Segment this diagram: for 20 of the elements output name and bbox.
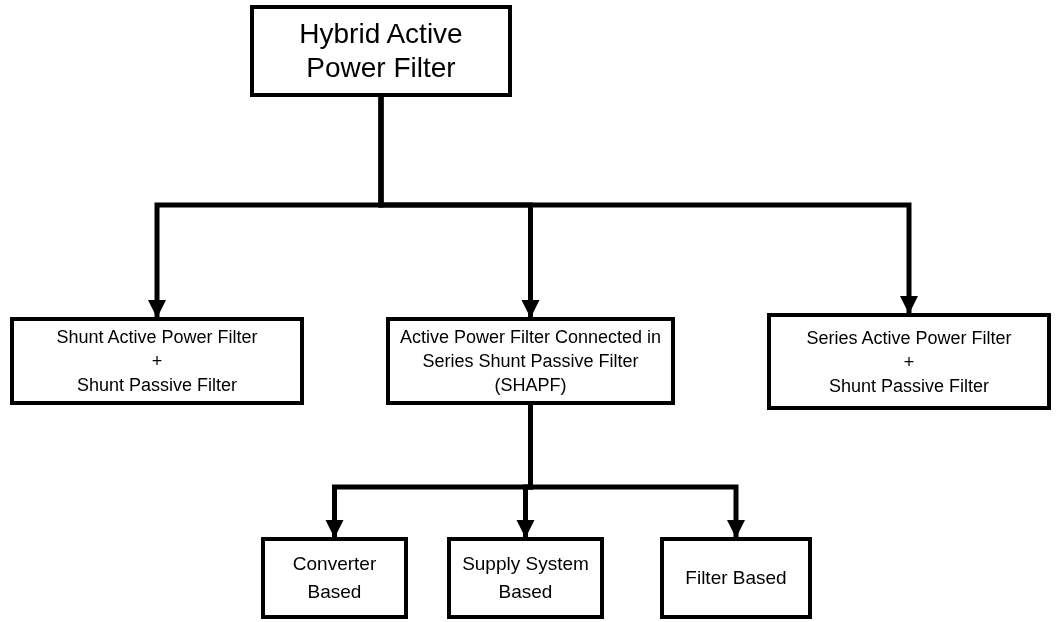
node-text: Converter Based bbox=[291, 552, 378, 604]
root-box bbox=[250, 5, 512, 97]
node-text: + bbox=[151, 350, 163, 373]
subcategory-box bbox=[447, 537, 604, 619]
node-text: Shunt Active Power Filter bbox=[56, 326, 258, 349]
node-text: Series Active Power Filter bbox=[806, 326, 1012, 350]
arrow bbox=[378, 97, 918, 314]
node-text: Filter Based bbox=[685, 566, 787, 590]
node-text: Shunt Passive Filter bbox=[76, 374, 238, 397]
category-box bbox=[10, 317, 304, 405]
node-text: Shunt Passive Filter bbox=[828, 374, 990, 398]
node-text: Hybrid Active Power Filter bbox=[298, 17, 464, 85]
subcategory-box bbox=[660, 537, 812, 619]
arrow bbox=[528, 405, 745, 538]
subcategory-box bbox=[261, 537, 408, 619]
category-box bbox=[767, 313, 1051, 410]
node-text: Active Power Filter Connected in Series Shunt Passive Filter (SHAPF) bbox=[398, 326, 663, 397]
node-text: Supply System Based bbox=[461, 552, 590, 604]
category-box bbox=[386, 317, 675, 405]
node-text: + bbox=[903, 350, 915, 374]
